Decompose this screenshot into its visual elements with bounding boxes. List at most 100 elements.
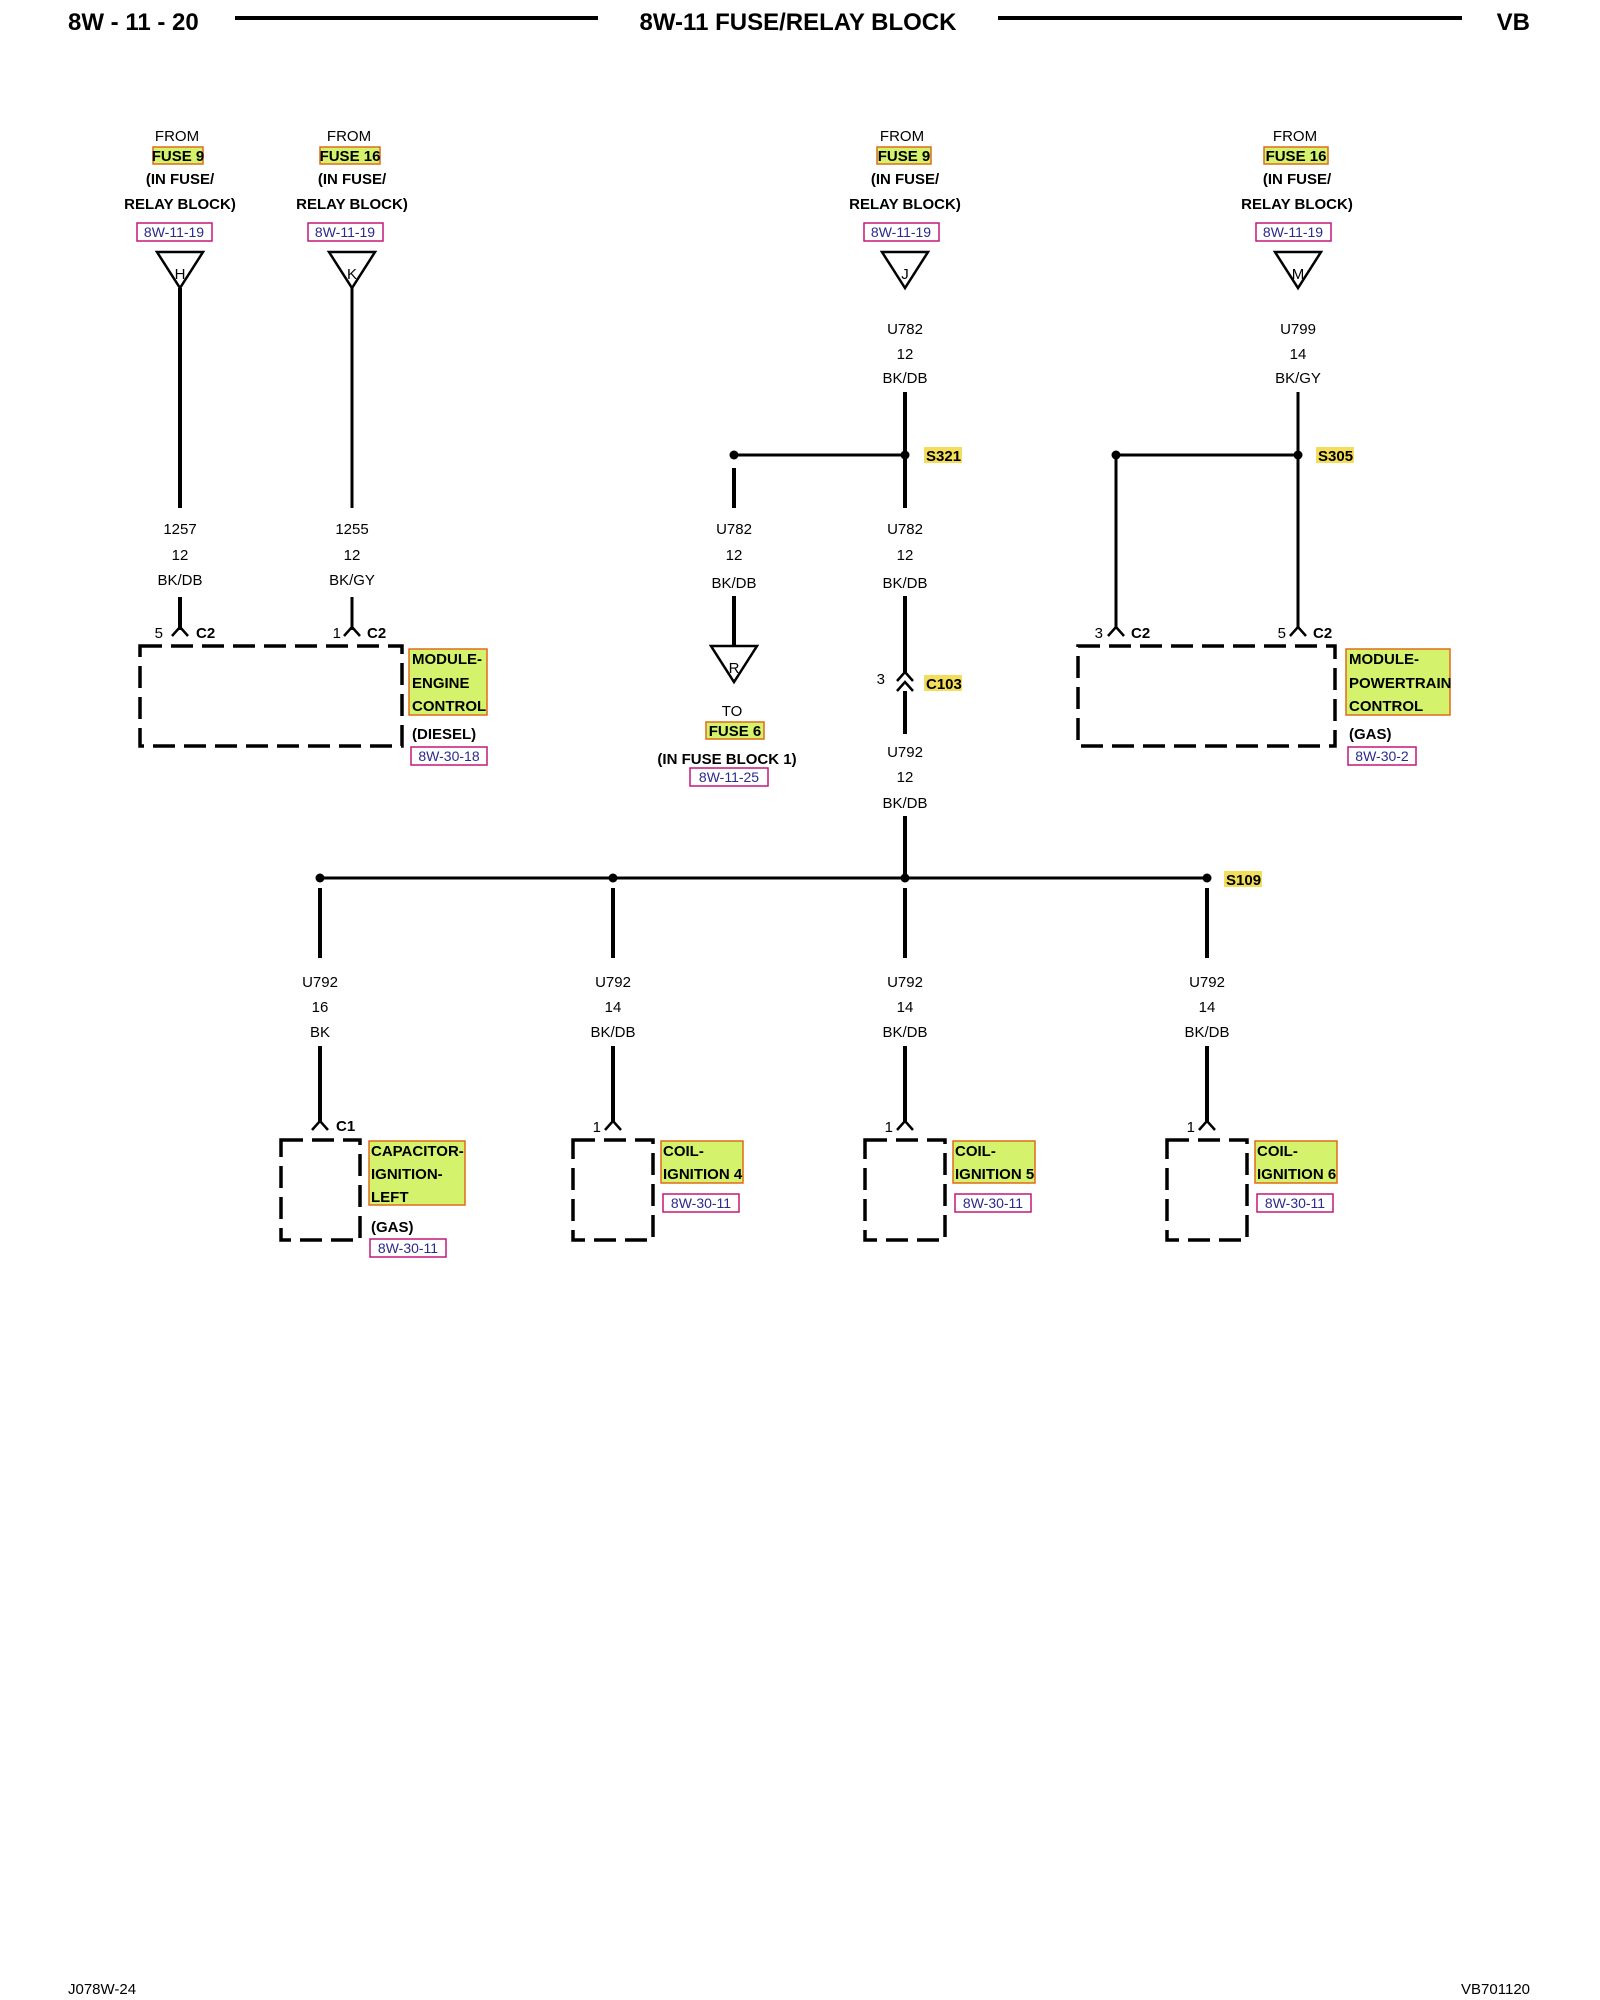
wire-gauge: 14 xyxy=(1199,999,1216,1016)
wire-color: BK/DB xyxy=(590,1024,635,1041)
connector-triangle xyxy=(326,250,378,291)
connector-triangle xyxy=(708,644,760,685)
connector-pin-label: 3 xyxy=(877,671,885,688)
footer-page-code: VB701120 xyxy=(1461,1981,1530,1998)
splice-highlight xyxy=(1316,447,1354,463)
connector-triangle xyxy=(879,250,931,291)
engine-control-module-box[interactable] xyxy=(138,644,404,748)
ecm-label-line1: MODULE- xyxy=(412,651,482,668)
feed-fuse-label: FUSE 9 xyxy=(878,148,931,165)
wire-gauge: 12 xyxy=(344,547,361,564)
reference-link[interactable] xyxy=(863,222,940,242)
connector-name: C103 xyxy=(926,676,962,693)
feed-fuse-label: FUSE 16 xyxy=(320,148,381,165)
capacitor-label-line1: CAPACITOR- xyxy=(371,1143,464,1160)
reference-link-text[interactable]: 8W-11-19 xyxy=(315,224,375,240)
component-highlight xyxy=(408,648,488,716)
wire-circuit: 1255 xyxy=(335,521,368,538)
connector-cap xyxy=(1289,625,1307,637)
feed-fuse-16-pcm: FROM FUSE 16 (IN FUSE/ RELAY BLOCK) 8W-1… xyxy=(1241,128,1353,291)
reference-link[interactable] xyxy=(369,1238,447,1258)
reference-link[interactable] xyxy=(410,746,488,766)
splice-dot xyxy=(608,873,618,883)
reference-link-text[interactable]: 8W-30-11 xyxy=(671,1195,731,1211)
component-highlight xyxy=(1254,1140,1338,1184)
wire-circuit: U782 xyxy=(716,521,752,538)
feed-from-label: FROM xyxy=(1273,128,1317,145)
reference-link[interactable] xyxy=(307,222,384,242)
coil-ignition-5-box[interactable] xyxy=(863,1138,947,1242)
component-highlight xyxy=(952,1140,1036,1184)
wire-color: BK/GY xyxy=(1275,370,1321,387)
reference-link-text[interactable]: 8W-30-11 xyxy=(378,1240,438,1256)
ecm-label-line3: CONTROL xyxy=(412,698,486,715)
wire-gauge: 16 xyxy=(312,999,329,1016)
feed-from-label: FROM xyxy=(880,128,924,145)
capacitor-label-line3: LEFT xyxy=(371,1189,409,1206)
reference-link[interactable] xyxy=(662,1193,740,1213)
connector-name: C2 xyxy=(1313,625,1332,642)
wire-gauge: 14 xyxy=(605,999,622,1016)
coil4-label-line2: IGNITION 4 xyxy=(663,1166,743,1183)
connector-pin-label: 1 xyxy=(333,625,341,642)
coil-ignition-6-box[interactable] xyxy=(1165,1138,1249,1242)
wire-gauge: 14 xyxy=(1290,346,1307,363)
vehicle-code: VB xyxy=(1497,9,1530,36)
reference-link[interactable] xyxy=(1255,222,1332,242)
wire-color: BK/DB xyxy=(882,370,927,387)
splice-dot xyxy=(1293,450,1303,460)
wire-circuit: U792 xyxy=(887,974,923,991)
fuse-highlight xyxy=(876,146,932,165)
coil-ignition-4-box[interactable] xyxy=(571,1138,655,1242)
reference-link[interactable] xyxy=(689,767,769,787)
reference-link-text[interactable]: 8W-11-19 xyxy=(1263,224,1323,240)
reference-link-text[interactable]: 8W-30-11 xyxy=(963,1195,1023,1211)
coil6-label-line1: COIL- xyxy=(1257,1143,1298,1160)
connector-cap xyxy=(171,625,189,637)
powertrain-control-module-box[interactable] xyxy=(1076,644,1337,748)
feed-location-line2: RELAY BLOCK) xyxy=(124,196,236,213)
connector-triangle xyxy=(1272,250,1324,291)
fuse-highlight xyxy=(1263,146,1329,165)
connector-pin-label: 1 xyxy=(593,1119,601,1136)
connector-name: C2 xyxy=(367,625,386,642)
wire-color: BK/DB xyxy=(157,572,202,589)
coil4-label-line1: COIL- xyxy=(663,1143,704,1160)
reference-link-text[interactable]: 8W-30-11 xyxy=(1265,1195,1325,1211)
feed-fuse-9-ecm: FROM FUSE 9 (IN FUSE/ RELAY BLOCK) 8W-11… xyxy=(124,128,236,291)
reference-link-text[interactable]: 8W-30-2 xyxy=(1355,748,1409,764)
reference-link-text[interactable]: 8W-30-18 xyxy=(418,748,479,764)
connector-pin-label: 5 xyxy=(155,625,163,642)
reference-link-text[interactable]: 8W-11-19 xyxy=(144,224,204,240)
splice-highlight xyxy=(1224,871,1262,887)
coil5-label-line2: IGNITION 5 xyxy=(955,1166,1034,1183)
footer-figure-code: J078W-24 xyxy=(68,1981,136,1998)
connector-pin-label: 3 xyxy=(1095,625,1103,642)
reference-link-text[interactable]: 8W-11-25 xyxy=(699,769,759,785)
fuse-highlight xyxy=(705,721,765,740)
wire-circuit: U792 xyxy=(302,974,338,991)
wire-circuit: U782 xyxy=(887,521,923,538)
feed-fuse-label: FUSE 9 xyxy=(152,148,205,165)
fuse-highlight xyxy=(152,146,204,165)
page-title: 8W-11 FUSE/RELAY BLOCK xyxy=(640,9,958,36)
feed-location-line2: RELAY BLOCK) xyxy=(296,196,408,213)
reference-link[interactable] xyxy=(136,222,213,242)
connector-cap xyxy=(1198,1119,1216,1131)
reference-link[interactable] xyxy=(954,1193,1032,1213)
reference-link-text[interactable]: 8W-11-19 xyxy=(871,224,931,240)
feed-location-line1: (IN FUSE/ xyxy=(146,171,215,188)
wire-color: BK/DB xyxy=(882,575,927,592)
reference-link[interactable] xyxy=(1347,746,1417,766)
wire-circuit: U792 xyxy=(595,974,631,991)
wire-circuit: U782 xyxy=(887,321,923,338)
wire-gauge: 12 xyxy=(897,547,914,564)
connector-highlight xyxy=(924,675,962,691)
capacitor-box[interactable] xyxy=(279,1138,362,1242)
connector-cap xyxy=(343,625,361,637)
reference-link[interactable] xyxy=(1256,1193,1334,1213)
connector-triangle xyxy=(154,250,206,291)
fuse-highlight xyxy=(319,146,381,165)
wire-gauge: 12 xyxy=(726,547,743,564)
